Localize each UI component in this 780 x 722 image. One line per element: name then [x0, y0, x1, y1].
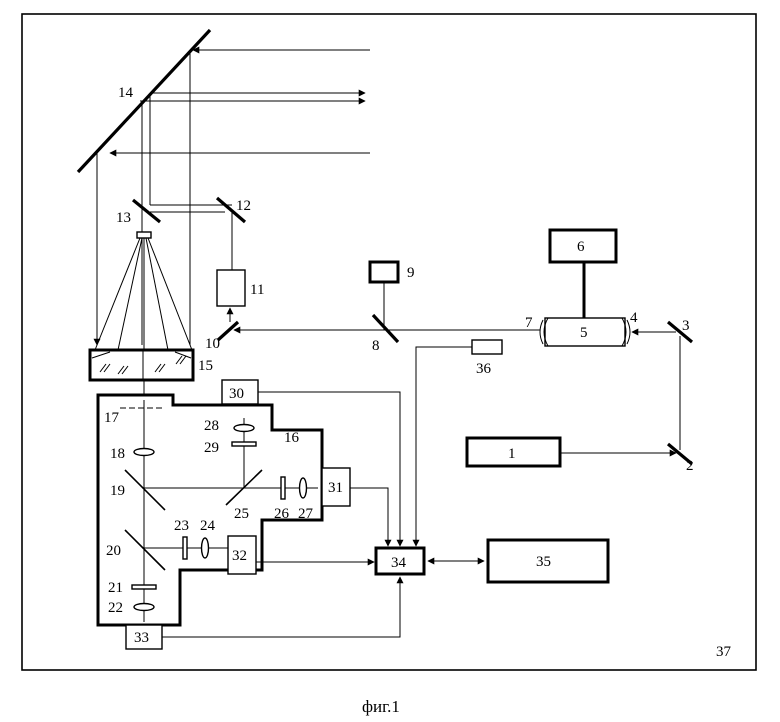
lens-28 [234, 425, 254, 432]
block-11 [217, 270, 245, 306]
line-33-34 [162, 577, 400, 637]
label-29: 29 [204, 440, 219, 456]
label-25: 25 [234, 506, 249, 522]
mirror-10 [218, 322, 238, 340]
cone-inner-left [118, 238, 142, 350]
label-21: 21 [108, 580, 123, 596]
label-14: 14 [118, 85, 134, 101]
mirror-13 [133, 200, 160, 222]
lens-18 [134, 449, 154, 456]
label-6: 6 [577, 239, 585, 255]
block-36 [472, 340, 502, 354]
filter-26 [281, 477, 285, 499]
figure-caption: фиг.1 [362, 697, 400, 716]
filter-21 [132, 585, 156, 589]
label-9: 9 [407, 265, 415, 281]
label-18: 18 [110, 446, 125, 462]
lens-27 [300, 478, 307, 498]
label-26: 26 [274, 506, 290, 522]
label-4: 4 [630, 310, 638, 326]
label-28: 28 [204, 418, 219, 434]
filter-29 [232, 442, 256, 446]
cone-left [95, 238, 140, 350]
label-23: 23 [174, 518, 189, 534]
line-36-34 [416, 347, 472, 546]
label-10: 10 [205, 336, 220, 352]
label-31: 31 [328, 480, 343, 496]
label-37: 37 [716, 644, 732, 660]
label-22: 22 [108, 600, 123, 616]
label-30: 30 [229, 386, 244, 402]
label-27: 27 [298, 506, 314, 522]
block-9 [370, 262, 398, 282]
label-20: 20 [106, 543, 121, 559]
label-3: 3 [682, 318, 690, 334]
label-33: 33 [134, 630, 149, 646]
label-7: 7 [525, 315, 533, 331]
filter-23 [183, 537, 187, 559]
label-15: 15 [198, 358, 213, 374]
secondary-mirror [137, 232, 151, 238]
lens-22 [134, 604, 154, 611]
cone-right [148, 238, 192, 350]
label-2: 2 [686, 458, 694, 474]
label-34: 34 [391, 555, 407, 571]
label-24: 24 [200, 518, 216, 534]
label-35: 35 [536, 554, 551, 570]
label-5: 5 [580, 325, 588, 341]
line-31-34 [350, 488, 388, 546]
label-16: 16 [284, 430, 300, 446]
label-12: 12 [236, 198, 251, 214]
lens-24 [202, 538, 209, 558]
cone-inner-right [146, 238, 168, 350]
label-36: 36 [476, 361, 492, 377]
label-32: 32 [232, 548, 247, 564]
label-11: 11 [250, 282, 264, 298]
label-19: 19 [110, 483, 125, 499]
label-8: 8 [372, 338, 380, 354]
label-17: 17 [104, 410, 120, 426]
label-13: 13 [116, 210, 131, 226]
label-1: 1 [508, 446, 516, 462]
